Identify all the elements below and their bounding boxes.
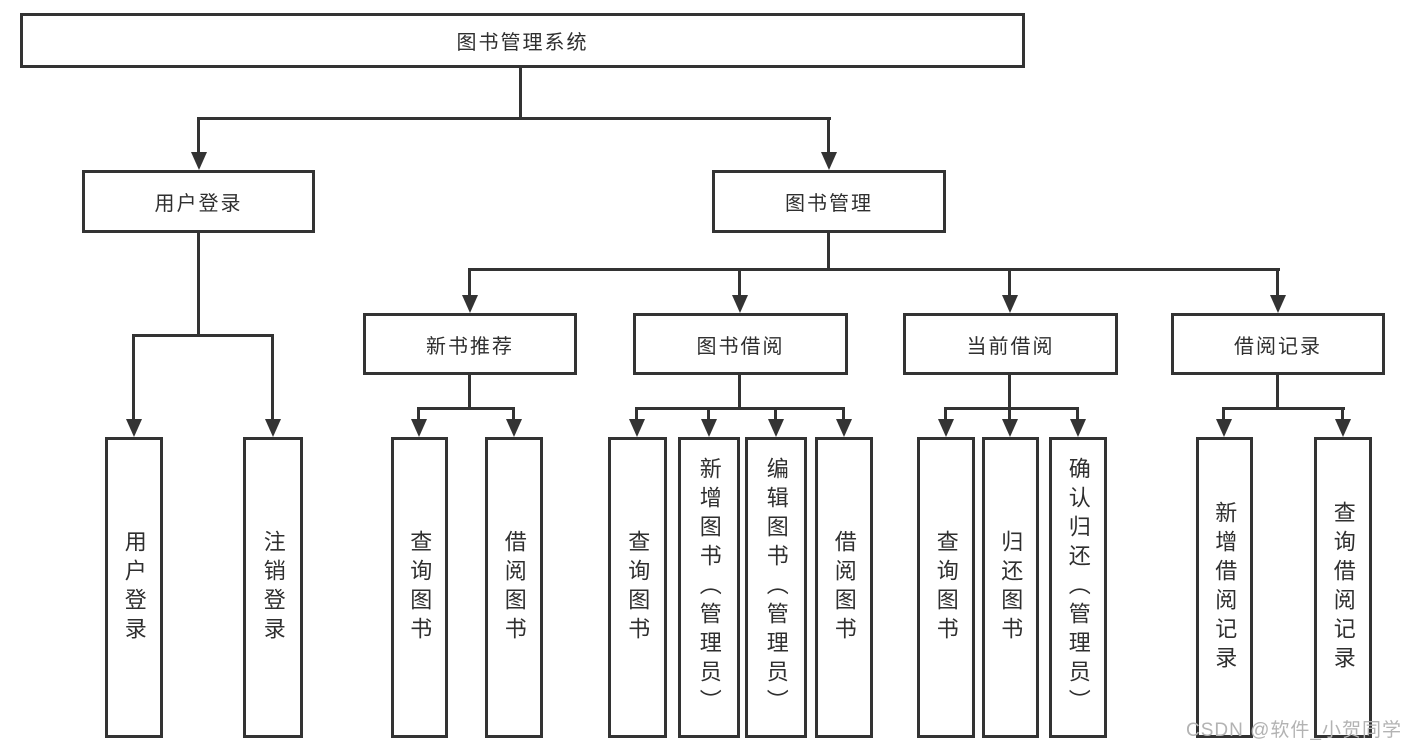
leaf-current-confirm-admin-label: 确认归还（管理员） — [1065, 457, 1091, 718]
connector-line — [1076, 407, 1079, 422]
node-current-borrow-label: 当前借阅 — [966, 335, 1055, 358]
leaf-logout: 注销登录 — [243, 437, 303, 738]
connector-line — [842, 407, 845, 422]
leaf-user-login: 用户登录 — [105, 437, 163, 738]
arrowhead — [836, 419, 852, 437]
node-new-book-recommend-label: 新书推荐 — [426, 335, 514, 358]
leaf-borrow-edit-admin-label: 编辑图书（管理员） — [763, 457, 789, 718]
node-new-book-recommend: 新书推荐 — [363, 313, 577, 375]
connector-line — [1276, 268, 1279, 298]
connector-line — [519, 66, 522, 119]
leaf-borrow-add-admin: 新增图书（管理员） — [678, 437, 740, 738]
connector-line — [1341, 407, 1344, 422]
connector-line — [944, 407, 947, 422]
csdn-watermark: CSDN @软件_小贺同学 — [1186, 720, 1402, 741]
connector-line — [468, 268, 1280, 271]
leaf-newbooks-query-label: 查询图书 — [407, 529, 433, 646]
leaf-current-query: 查询图书 — [917, 437, 975, 738]
node-book-borrow: 图书借阅 — [633, 313, 848, 375]
connector-line — [738, 373, 741, 410]
connector-line — [1222, 407, 1345, 410]
connector-line — [827, 231, 830, 271]
leaf-current-confirm-admin: 确认归还（管理员） — [1049, 437, 1107, 738]
arrowhead — [1270, 295, 1286, 313]
connector-line — [738, 268, 741, 298]
connector-line — [417, 407, 515, 410]
connector-line — [635, 407, 845, 410]
arrowhead — [1002, 419, 1018, 437]
arrowhead — [1216, 419, 1232, 437]
leaf-records-add: 新增借阅记录 — [1196, 437, 1253, 738]
connector-line — [707, 407, 710, 422]
arrowhead — [1335, 419, 1351, 437]
arrowhead — [938, 419, 954, 437]
arrowhead — [1002, 295, 1018, 313]
leaf-user-login-label: 用户登录 — [121, 529, 147, 646]
arrowhead — [411, 419, 427, 437]
arrowhead — [701, 419, 717, 437]
connector-line — [512, 407, 515, 422]
connector-line — [197, 117, 831, 120]
leaf-borrow-query-label: 查询图书 — [625, 529, 651, 646]
connector-line — [468, 268, 471, 298]
node-root: 图书管理系统 — [20, 13, 1025, 68]
node-current-borrow: 当前借阅 — [903, 313, 1118, 375]
leaf-records-query-label: 查询借阅记录 — [1330, 500, 1356, 675]
connector-line — [1222, 407, 1225, 422]
leaf-logout-label: 注销登录 — [260, 529, 286, 646]
connector-line — [197, 117, 200, 155]
connector-line — [417, 407, 420, 422]
connector-line — [132, 334, 274, 337]
leaf-records-add-label: 新增借阅记录 — [1212, 500, 1238, 675]
leaf-newbooks-borrow: 借阅图书 — [485, 437, 543, 738]
leaf-current-return: 归还图书 — [982, 437, 1039, 738]
leaf-borrow-borrow: 借阅图书 — [815, 437, 873, 738]
connector-line — [132, 334, 135, 422]
arrowhead — [1070, 419, 1086, 437]
arrowhead — [126, 419, 142, 437]
connector-line — [827, 117, 830, 155]
node-user-login: 用户登录 — [82, 170, 315, 233]
arrowhead — [821, 152, 837, 170]
leaf-borrow-edit-admin: 编辑图书（管理员） — [745, 437, 807, 738]
leaf-borrow-borrow-label: 借阅图书 — [831, 529, 857, 646]
connector-line — [944, 407, 1079, 410]
node-borrow-records-label: 借阅记录 — [1234, 335, 1322, 358]
node-user-login-label: 用户登录 — [154, 193, 243, 215]
node-root-label: 图书管理系统 — [456, 32, 589, 54]
connector-line — [197, 231, 200, 337]
connector-line — [635, 407, 638, 422]
node-book-management: 图书管理 — [712, 170, 946, 233]
leaf-current-query-label: 查询图书 — [933, 529, 959, 646]
arrowhead — [506, 419, 522, 437]
leaf-borrow-query: 查询图书 — [608, 437, 667, 738]
arrowhead — [265, 419, 281, 437]
connector-line — [1008, 268, 1011, 298]
connector-line — [271, 334, 274, 422]
connector-line — [468, 373, 471, 410]
node-book-borrow-label: 图书借阅 — [696, 335, 785, 358]
leaf-current-return-label: 归还图书 — [998, 529, 1024, 646]
arrowhead — [732, 295, 748, 313]
arrowhead — [629, 419, 645, 437]
leaf-newbooks-query: 查询图书 — [391, 437, 448, 738]
leaf-records-query: 查询借阅记录 — [1314, 437, 1372, 738]
node-book-management-label: 图书管理 — [785, 193, 873, 215]
connector-line — [1008, 373, 1011, 410]
node-borrow-records: 借阅记录 — [1171, 313, 1385, 375]
arrowhead — [462, 295, 478, 313]
arrowhead — [191, 152, 207, 170]
connector-line — [1008, 407, 1011, 422]
leaf-newbooks-borrow-label: 借阅图书 — [501, 529, 527, 646]
arrowhead — [768, 419, 784, 437]
connector-line — [774, 407, 777, 422]
connector-line — [1276, 373, 1279, 410]
leaf-borrow-add-admin-label: 新增图书（管理员） — [696, 457, 722, 718]
